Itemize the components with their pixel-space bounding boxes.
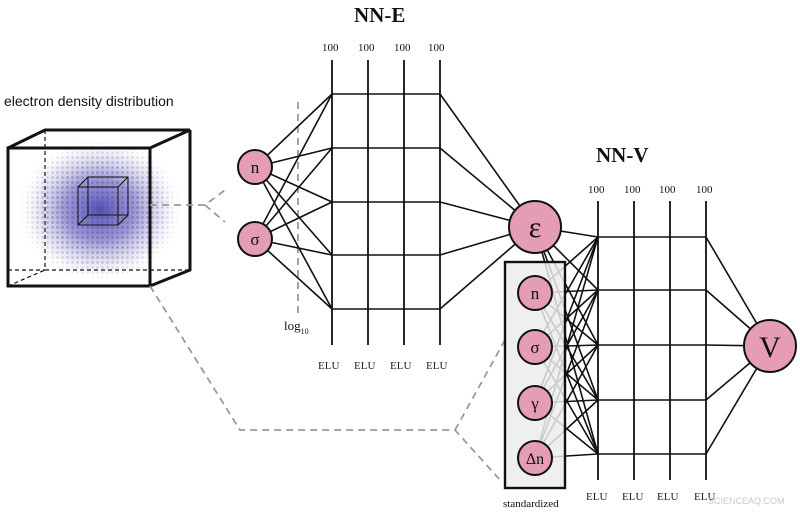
svg-text:σ: σ — [530, 338, 539, 357]
nn-e-size-3: 100 — [394, 42, 411, 54]
nn-e-activation-1: ELU — [318, 360, 339, 372]
log-subscript: 10 — [301, 327, 309, 336]
nn-e-activation-4: ELU — [426, 360, 447, 372]
inner-cube — [77, 176, 129, 226]
electron-density-cube — [6, 128, 192, 288]
nn-v-size-3: 100 — [659, 184, 676, 196]
nn-v-size-1: 100 — [588, 184, 605, 196]
nn-v-activation-1: ELU — [586, 491, 607, 503]
nn-e-activation-2: ELU — [354, 360, 375, 372]
svg-text:ε: ε — [529, 211, 542, 244]
svg-text:Δn: Δn — [526, 451, 544, 468]
nn-e-title: NN-E — [354, 3, 405, 27]
dash-connector-lower — [149, 285, 501, 481]
nn-v-input-node-gamma: γ — [517, 385, 553, 421]
nn-e-output-edge — [439, 93, 536, 228]
svg-text:σ: σ — [250, 230, 259, 249]
dash-connector-nn-e-lower — [204, 204, 226, 223]
nn-v-network — [534, 201, 771, 480]
svg-text:n: n — [251, 158, 260, 177]
electron-density-label: electron density distribution — [4, 93, 174, 109]
log-base: log — [284, 318, 301, 333]
nn-e-size-1: 100 — [322, 42, 339, 54]
nn-v-activation-4: ELU — [694, 491, 715, 503]
nn-v-input-node-n: n — [517, 275, 553, 311]
nn-v-activation-2: ELU — [622, 491, 643, 503]
nn-e-network — [254, 60, 536, 345]
epsilon-node: ε — [508, 200, 562, 254]
density-dots — [15, 135, 187, 285]
nn-e-input-edge — [254, 166, 333, 256]
nn-v-title: NN-V — [596, 143, 649, 167]
nn-e-input-edge — [254, 147, 333, 240]
nn-e-input-edge — [254, 166, 333, 310]
nn-e-input-node-n: n — [237, 149, 273, 185]
nn-v-input-node-sigma: σ — [517, 329, 553, 365]
nn-e-size-4: 100 — [428, 42, 445, 54]
watermark: SCIENCEAQ.COM — [708, 496, 785, 506]
svg-text:n: n — [531, 284, 540, 303]
nn-v-size-2: 100 — [624, 184, 641, 196]
nn-v-size-4: 100 — [696, 184, 713, 196]
svg-text:γ: γ — [530, 394, 539, 413]
dash-connector-standardized — [454, 339, 506, 431]
nn-v-input-edge — [534, 226, 599, 401]
log10-label: log10 — [284, 318, 309, 336]
nn-v-activation-3: ELU — [657, 491, 678, 503]
nn-e-input-edge — [254, 93, 333, 240]
nn-e-size-2: 100 — [358, 42, 375, 54]
v-output-node: V — [743, 319, 797, 373]
nn-e-input-node-sigma: σ — [237, 221, 273, 257]
standardized-label: standardized — [503, 498, 559, 510]
nn-v-input-node-delta-n: Δn — [517, 440, 553, 476]
svg-text:V: V — [759, 331, 781, 364]
nn-e-activation-3: ELU — [390, 360, 411, 372]
